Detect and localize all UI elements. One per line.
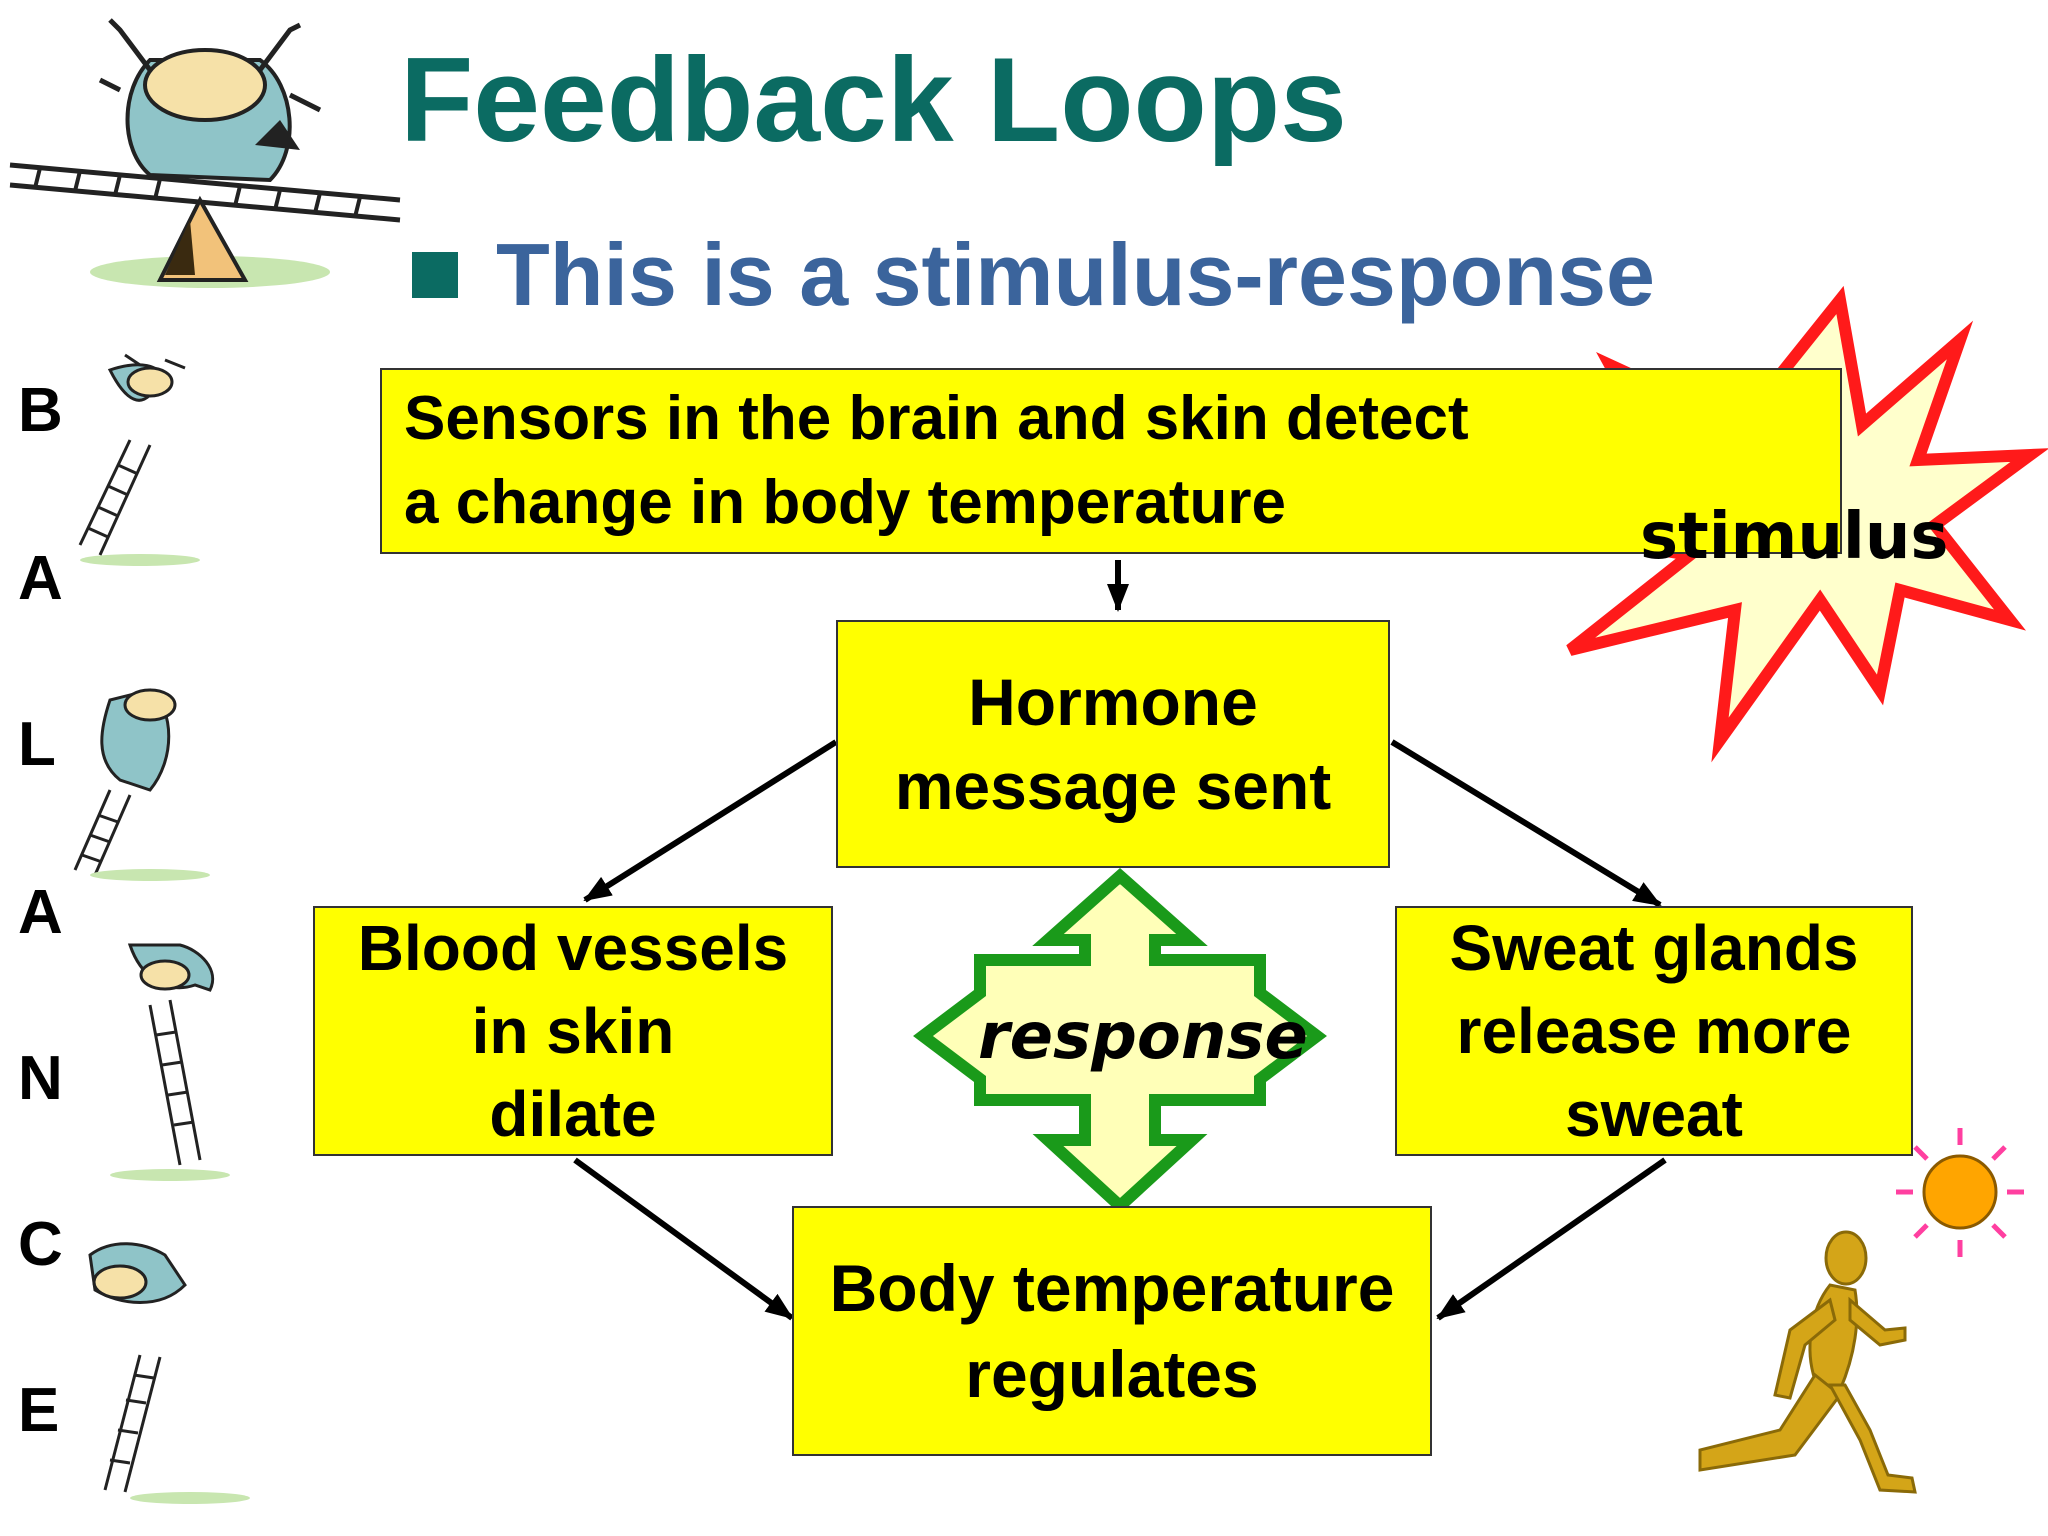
sun-icon (1896, 1128, 2024, 1257)
ladder-climber-icon (73, 353, 250, 1504)
bullet-square-icon (412, 252, 458, 298)
body-temperature-box: Body temperature regulates (792, 1206, 1432, 1456)
blood-line-2: in skin (471, 994, 675, 1067)
sweat-glands-box: Sweat glands release more sweat (1395, 906, 1913, 1156)
side-letter-n: N (18, 1044, 63, 1113)
sweat-line-2: release more (1456, 994, 1852, 1067)
arrow-blood-to-body (573, 1157, 794, 1321)
running-man-icon (1698, 1230, 1917, 1494)
arrow-hormone-to-sweat (1390, 739, 1662, 908)
side-letter-c: C (18, 1210, 63, 1279)
arrow-hormone-to-blood (583, 739, 838, 903)
body-line-1: Body temperature (829, 1251, 1395, 1325)
hormone-box: Hormone message sent (836, 620, 1390, 868)
hormone-line-2: message sent (894, 749, 1332, 823)
side-letter-e: E (18, 1376, 60, 1445)
side-letter-b: B (18, 376, 63, 445)
seesaw-balance-figure-icon (9, 18, 401, 288)
sensors-line-1: Sensors in the brain and skin detect (404, 384, 1469, 453)
arrow-sweat-to-body (1436, 1157, 1667, 1321)
side-letter-l: L (18, 710, 56, 779)
bullet-line: This is a stimulus-response (412, 225, 1655, 325)
blood-line-3: dilate (489, 1077, 657, 1150)
side-letter-a-2: A (18, 878, 63, 947)
blood-vessels-box: Blood vessels in skin dilate (313, 906, 833, 1156)
blood-line-1: Blood vessels (357, 911, 789, 984)
stimulus-label: stimulus (1640, 500, 1949, 574)
page-title: Feedback Loops (400, 33, 1347, 167)
subtitle: This is a stimulus-response (496, 225, 1655, 324)
sensors-line-2: a change in body temperature (404, 468, 1286, 537)
sensors-box: Sensors in the brain and skin detect a c… (380, 368, 1842, 554)
body-line-2: regulates (965, 1337, 1259, 1411)
sweat-line-3: sweat (1565, 1077, 1743, 1150)
side-letter-a: A (18, 544, 63, 613)
sweat-line-1: Sweat glands (1449, 911, 1859, 984)
hormone-line-1: Hormone (968, 665, 1258, 739)
response-label: response (978, 1000, 1308, 1074)
